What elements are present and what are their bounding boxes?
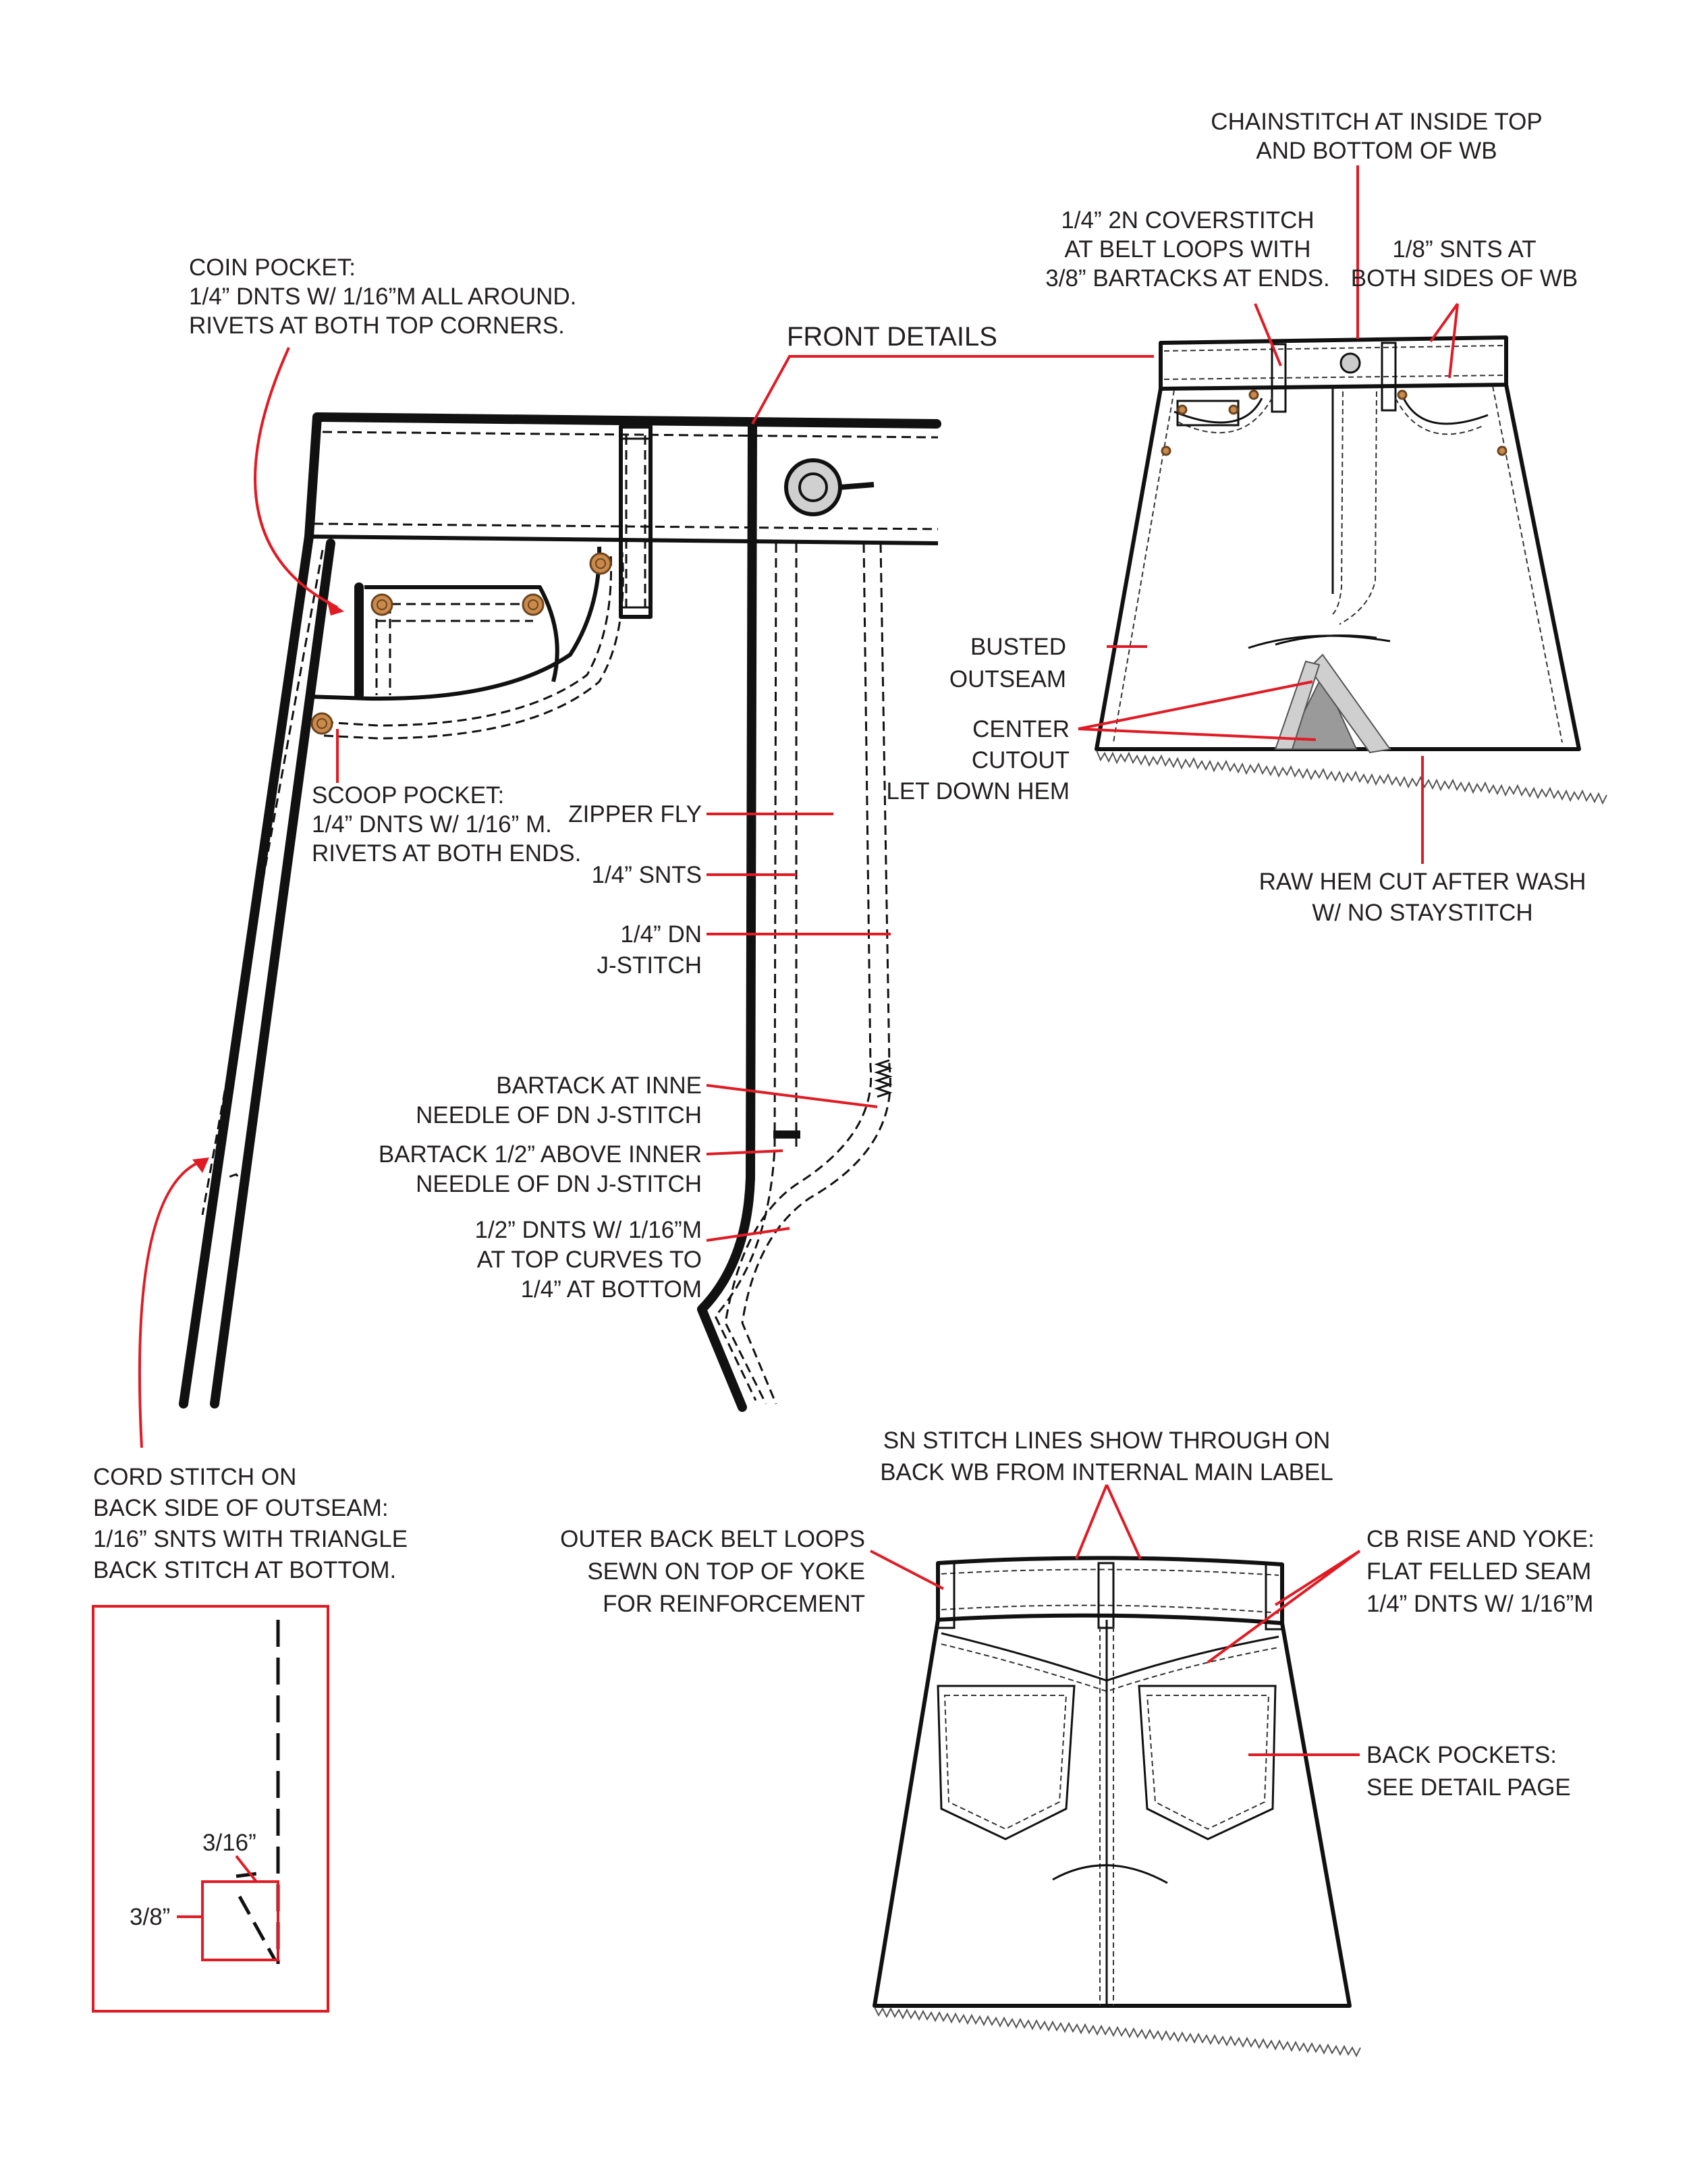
raw-hem-label: W/ NO STAYSTITCH [1312, 900, 1532, 926]
busted-outseam-label: BUSTED [970, 634, 1066, 660]
center-cutout-label: CUTOUT [972, 747, 1070, 773]
belt-loop [619, 425, 653, 619]
coin-pocket-label: 1/4” DNTS W/ 1/16”M ALL AROUND. [189, 283, 576, 310]
dnts-curves-label: 1/2” DNTS W/ 1/16”M [475, 1217, 702, 1243]
coverstitch-label: 1/4” 2N COVERSTITCH [1061, 207, 1314, 234]
cord-stitch-label: 1/16” SNTS WITH TRIANGLE [93, 1526, 408, 1552]
snts-wb-label: BOTH SIDES OF WB [1351, 265, 1578, 292]
scoop-pocket-label: SCOOP POCKET: [312, 782, 504, 809]
callout-lines [138, 165, 1459, 1756]
bartack-half-label: NEEDLE OF DN J-STITCH [416, 1171, 702, 1197]
snts-wb-label: 1/8” SNTS AT [1392, 236, 1536, 263]
dnts-curves-label: 1/4” AT BOTTOM [521, 1276, 702, 1303]
rivet-icon [310, 712, 333, 735]
cord-stitch-label: CORD STITCH ON [93, 1464, 296, 1490]
front-details-title: FRONT DETAILS [787, 322, 997, 352]
cord-stitch-detail [92, 1605, 329, 2013]
outer-loops-label: FOR REINFORCEMENT [603, 1591, 865, 1617]
outer-loops-label: SEWN ON TOP OF YOKE [587, 1558, 865, 1585]
outer-loops-label: OUTER BACK BELT LOOPS [560, 1526, 865, 1552]
chainstitch-label: AND BOTTOM OF WB [1256, 138, 1497, 164]
rivet-icon [522, 593, 545, 616]
back-pockets-label: SEE DETAIL PAGE [1366, 1774, 1571, 1801]
back-pockets-label: BACK POCKETS: [1366, 1742, 1557, 1768]
cb-rise-label: CB RISE AND YOKE: [1366, 1526, 1595, 1552]
dn-jstitch-label: 1/4” DN [620, 921, 702, 948]
zipper-fly-label: ZIPPER FLY [568, 801, 702, 827]
rivet-icon [589, 552, 612, 575]
cb-rise-label: FLAT FELLED SEAM [1366, 1558, 1591, 1585]
labels: FRONT DETAILS COIN POCKET: 1/4” DNTS W/ … [93, 109, 1595, 1930]
front-skirt-drawing [1095, 335, 1607, 805]
dim-large-label: 3/8” [130, 1904, 170, 1930]
raw-hem-label: RAW HEM CUT AFTER WASH [1259, 869, 1586, 895]
scoop-pocket-label: RIVETS AT BOTH ENDS. [312, 840, 581, 867]
cord-stitch-label: BACK STITCH AT BOTTOM. [93, 1557, 396, 1583]
center-cutout-label: LET DOWN HEM [886, 778, 1070, 804]
button-icon [784, 458, 875, 516]
front-detail-drawing [179, 412, 941, 1412]
sn-stitch-label: BACK WB FROM INTERNAL MAIN LABEL [880, 1459, 1333, 1485]
bartack-half-label: BARTACK 1/2” ABOVE INNER [379, 1141, 702, 1168]
rivet-icon [370, 593, 393, 616]
center-cutout-label: CENTER [972, 716, 1070, 742]
back-skirt-drawing [873, 1556, 1361, 2058]
sn-stitch-label: SN STITCH LINES SHOW THROUGH ON [883, 1427, 1330, 1454]
coverstitch-label: AT BELT LOOPS WITH [1065, 236, 1311, 263]
cord-stitch-label: BACK SIDE OF OUTSEAM: [93, 1495, 389, 1521]
bartack-inner-label: BARTACK AT INNE [496, 1072, 702, 1099]
bartack-inner-label: NEEDLE OF DN J-STITCH [416, 1102, 702, 1128]
chainstitch-label: CHAINSTITCH AT INSIDE TOP [1211, 109, 1542, 135]
cord-stitch-box [92, 1605, 329, 2013]
coverstitch-label: 3/8” BARTACKS AT ENDS. [1045, 265, 1329, 292]
busted-outseam-label: OUTSEAM [949, 666, 1066, 692]
dn-jstitch-label: J-STITCH [597, 952, 702, 979]
scoop-pocket-label: 1/4” DNTS W/ 1/16” M. [312, 811, 552, 838]
dnts-curves-label: AT TOP CURVES TO [477, 1247, 702, 1273]
coin-pocket-label: COIN POCKET: [189, 254, 356, 281]
coin-pocket-label: RIVETS AT BOTH TOP CORNERS. [189, 312, 565, 339]
cb-rise-label: 1/4” DNTS W/ 1/16”M [1366, 1591, 1593, 1617]
snts-label: 1/4” SNTS [592, 862, 702, 888]
dim-small-label: 3/16” [202, 1830, 256, 1856]
